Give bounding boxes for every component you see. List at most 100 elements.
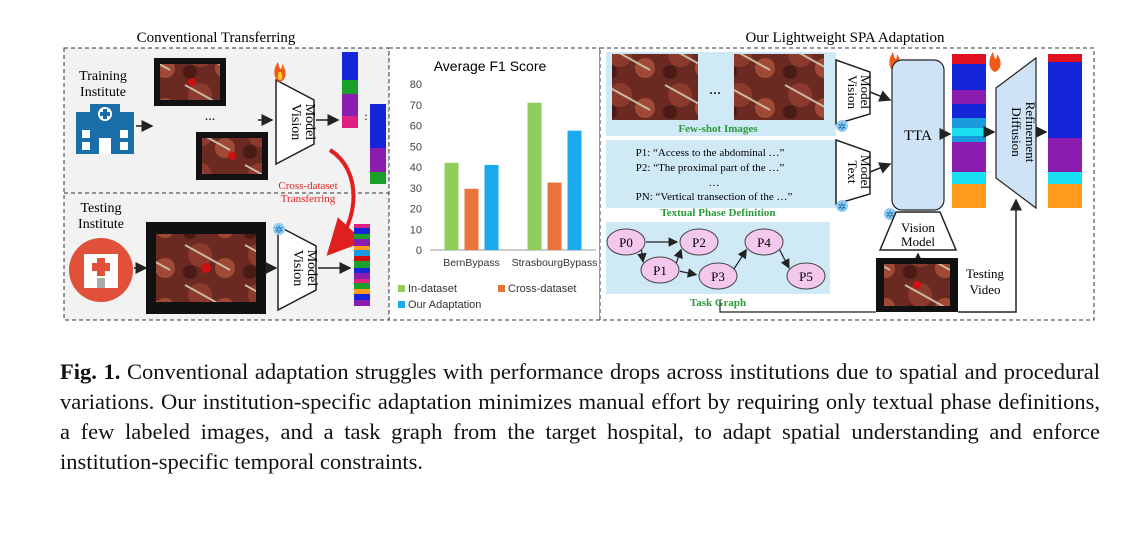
svg-text:Model: Model	[304, 250, 319, 287]
prediction-bar-train-b	[370, 104, 386, 184]
svg-text:Vision: Vision	[845, 75, 860, 109]
phase-def-1: P1: “Access to the abdominal …”	[636, 147, 785, 159]
vision-model-right: Vision Model	[835, 58, 873, 126]
training-institute-label-2: Institute	[80, 85, 126, 100]
textual-phase-label: Textual Phase Definition	[660, 207, 775, 219]
chart-bars	[444, 102, 582, 250]
phase-def-4: PN: “Vertical transection of the …”	[636, 191, 793, 203]
graph-node-label: P5	[799, 269, 813, 284]
phase-def-2: P2: “The proximal part of the …”	[636, 162, 785, 174]
prediction-bar-test	[354, 224, 370, 306]
task-graph-label: Task Graph	[690, 297, 746, 309]
fire-icon-diffusion	[989, 52, 1001, 72]
training-video-frame-1	[154, 58, 226, 106]
graph-edge	[779, 249, 790, 269]
svg-text:✲: ✲	[275, 225, 283, 236]
tta-output-bar	[952, 54, 986, 208]
y-tick-label: 60	[410, 121, 422, 133]
svg-text:✲: ✲	[886, 210, 894, 221]
graph-node-label: P1	[653, 263, 667, 278]
testing-institute-label-1: Testing	[80, 201, 121, 216]
bar-our-adaptation	[567, 130, 582, 250]
y-tick-label: 80	[410, 79, 422, 91]
legend-swatch	[398, 301, 405, 308]
svg-text:Vision: Vision	[901, 220, 935, 235]
bar-cross-dataset	[547, 182, 562, 250]
testing-video-label-1: Testing	[966, 266, 1005, 281]
bar-in-dataset	[444, 162, 459, 250]
phase-def-3: …	[709, 177, 720, 189]
vision-model-testing: Vision Model	[878, 211, 958, 251]
graph-edge	[637, 249, 647, 263]
svg-text:Diffusion: Diffusion	[1009, 107, 1024, 157]
x-tick-label: BernBypass	[443, 257, 500, 269]
graph-node-label: P4	[757, 235, 771, 250]
snowflake-icon-few-shot: ✲	[836, 120, 848, 133]
testing-institute-label-2: Institute	[78, 217, 124, 232]
y-tick-label: 10	[410, 224, 422, 236]
legend-label: Cross-dataset	[508, 283, 576, 295]
graph-node	[640, 256, 680, 284]
hospital-icon	[76, 104, 134, 154]
snowflake-icon-tta: ✲	[884, 208, 896, 221]
graph-node-label: P0	[619, 235, 633, 250]
graph-node-label: P2	[692, 235, 706, 250]
graph-edge	[673, 248, 683, 264]
y-tick-label: 40	[410, 162, 422, 174]
graph-edge	[733, 248, 747, 270]
refined-output-bar	[1048, 54, 1082, 208]
graph-node	[744, 228, 784, 256]
svg-text:Model: Model	[858, 75, 873, 109]
vision-model-test: Vision Model	[277, 224, 319, 312]
bar-cross-dataset	[464, 188, 479, 250]
text-model: Text Model	[835, 138, 873, 206]
graph-edge	[679, 268, 698, 278]
testing-video-label-2: Video	[970, 282, 1001, 297]
prediction-bar-train-a	[342, 52, 358, 128]
chart-title: Average F1 Score	[434, 58, 547, 74]
graph-node	[698, 262, 738, 290]
legend-swatch	[398, 285, 405, 292]
diffusion-refinement: Diffusion Refinement	[995, 56, 1038, 210]
right-panel-title: Our Lightweight SPA Adaptation	[745, 30, 945, 46]
few-shot-image-2	[734, 54, 824, 120]
snowflake-icon: ✲	[273, 223, 285, 236]
cross-dataset-arrow	[326, 148, 365, 256]
figure-caption: Fig. 1. Conventional adaptation struggle…	[60, 357, 1100, 477]
bar-in-dataset	[527, 102, 542, 250]
vision-model-train: Vision Model	[275, 78, 317, 166]
x-tick-label: StrasbourgBypass	[512, 257, 598, 269]
svg-text:✲: ✲	[838, 122, 846, 133]
hospital-icon-red	[69, 238, 133, 302]
svg-text:Text: Text	[845, 161, 860, 184]
svg-text:Vision: Vision	[290, 250, 305, 287]
graph-node	[606, 228, 646, 256]
graph-node-label: P3	[711, 269, 725, 284]
few-shot-label: Few-shot Images	[678, 123, 758, 135]
tta-label: TTA	[904, 128, 932, 144]
svg-text:Vision: Vision	[288, 104, 303, 141]
spa-adaptation-panel: Our Lightweight SPA Adaptation ... Few-s…	[599, 30, 1095, 321]
training-institute-label-1: Training	[79, 69, 127, 84]
figure-1: Conventional Transferring Training Insti…	[63, 30, 1095, 321]
cross-dataset-label-2: Transferring	[281, 193, 336, 205]
legend-label: In-dataset	[408, 283, 457, 295]
chart-x-labels: BernBypass StrasbourgBypass	[443, 257, 597, 269]
conventional-transferring-panel: Conventional Transferring Training Insti…	[63, 30, 390, 321]
graph-node	[679, 228, 719, 256]
few-shot-image-1	[612, 54, 698, 120]
fire-icon	[274, 62, 286, 82]
bar-our-adaptation	[484, 164, 499, 250]
svg-text:Model: Model	[901, 234, 935, 249]
testing-video-right	[876, 258, 958, 312]
legend-swatch	[498, 285, 505, 292]
caption-text: Conventional adaptation struggles with p…	[60, 359, 1100, 474]
svg-text:Model: Model	[302, 104, 317, 141]
svg-text:Model: Model	[858, 155, 873, 189]
graph-node	[786, 262, 826, 290]
svg-text::: :	[364, 109, 367, 123]
